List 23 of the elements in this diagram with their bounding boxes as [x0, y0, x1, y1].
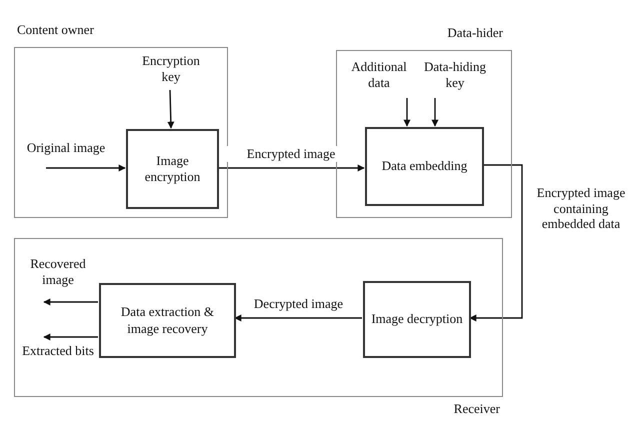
arrow [469, 164, 523, 322]
arrow [167, 90, 174, 129]
edge-label: Extracted bits [22, 343, 94, 359]
region-title: Content owner [17, 22, 94, 38]
region-title: Data-hider [447, 25, 503, 41]
process-box: Data embedding [365, 127, 484, 206]
node-text: Encryption key [136, 53, 206, 91]
edge-label: Recovered image [29, 256, 87, 288]
node-text: Additional data [344, 59, 414, 99]
arrow [218, 164, 365, 172]
region-title: Receiver [454, 401, 500, 417]
process-box: Data extraction & image recovery [99, 283, 236, 358]
process-box: Image decryption [363, 281, 471, 358]
edge-label: Original image [26, 140, 106, 156]
arrow [43, 298, 98, 306]
arrow [432, 98, 438, 127]
arrow [234, 314, 362, 322]
node-text: Data-hiding key [419, 59, 491, 99]
arrow [46, 164, 126, 172]
arrow [404, 98, 410, 127]
edge-label: Encrypted image containing embedded data [536, 185, 626, 232]
process-box: Image encryption [126, 129, 219, 209]
arrow [43, 334, 98, 340]
